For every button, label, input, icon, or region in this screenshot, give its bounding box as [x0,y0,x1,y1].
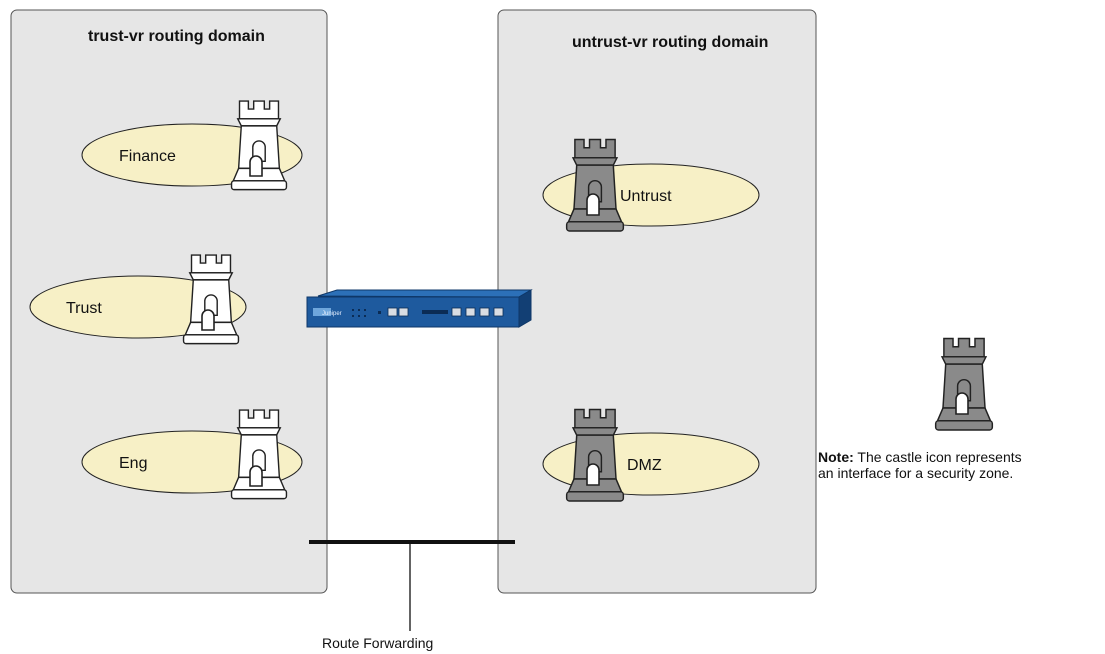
white-castle-icon [182,254,240,345]
route-forwarding-link: Route Forwarding [309,540,515,651]
route-forwarding-label: Route Forwarding [322,635,433,651]
legend-castle-icon [934,337,994,431]
white-castle-icon [230,100,288,191]
zone-untrust: Untrust [542,138,760,232]
zone-label-dmz: DMZ [627,457,662,474]
note-text-line2: an interface for a security zone. [818,465,1014,481]
white-castle-icon [230,409,288,500]
security-appliance-icon: Juniper [306,289,533,328]
zone-label-trust: Trust [66,300,102,317]
zone-label-finance: Finance [119,148,176,165]
trust-domain-title: trust-vr routing domain [88,28,265,45]
device-brand-label: Juniper [322,311,342,317]
zone-dmz: DMZ [542,408,760,502]
note-text-line1: The castle icon represents [857,449,1022,465]
legend-note: Note: The castle icon represents an inte… [818,449,1103,481]
gray-castle-icon [565,138,625,232]
zone-label-eng: Eng [119,455,147,472]
untrust-domain-box [497,9,817,594]
untrust-domain-title: untrust-vr routing domain [572,34,768,51]
zone-trust: Trust [29,254,247,345]
untrust-vr-domain: untrust-vr routing domain [497,9,817,594]
gray-castle-icon [565,408,625,502]
zone-finance: Finance [81,100,303,191]
zone-eng: Eng [81,409,303,500]
zone-label-untrust: Untrust [620,188,672,205]
note-prefix: Note: [818,449,854,465]
